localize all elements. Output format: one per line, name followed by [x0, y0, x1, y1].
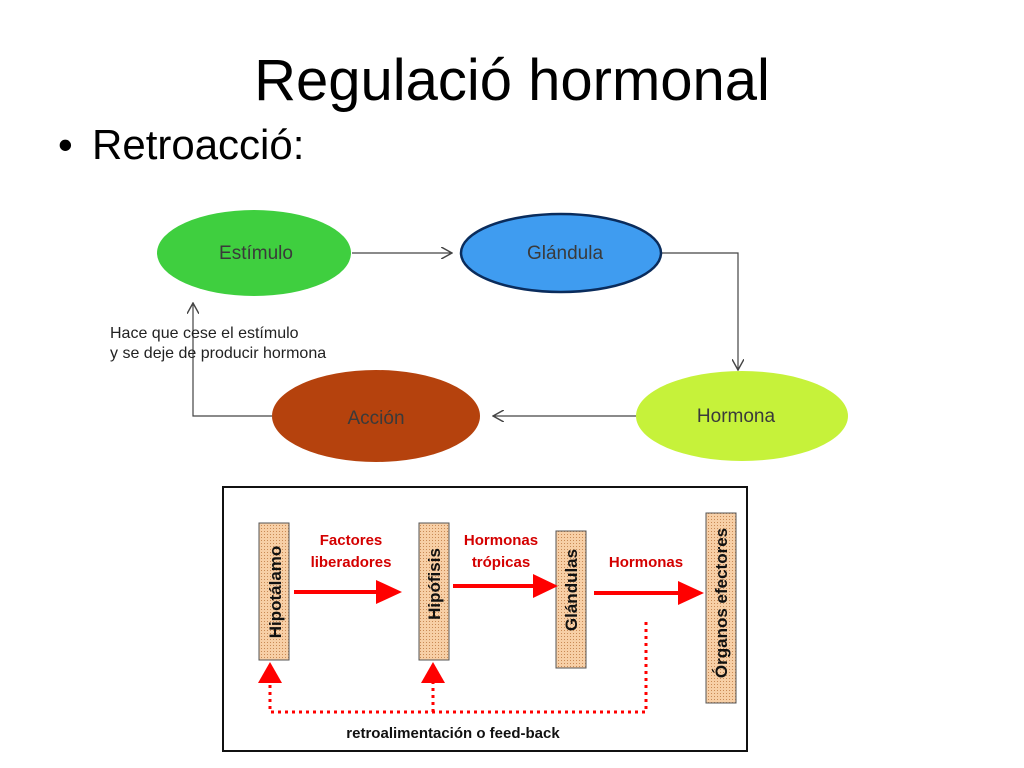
slide-title: Regulació hormonal [254, 48, 770, 113]
cycle-note-line-2: y se deje de producir hormona [110, 345, 326, 362]
arrow-action-to-stimulus [193, 303, 272, 417]
box-effectors [705, 512, 737, 704]
box-glands-label: Glándulas [562, 549, 581, 631]
feedback-label: retroalimentación o feed-back [346, 725, 560, 742]
node-hormone-label: Hormona [697, 406, 776, 427]
arrow-hypothalamus-to-pituitary [294, 580, 402, 604]
box-effectors-label: Órganos efectores [712, 528, 731, 678]
node-gland [459, 212, 663, 294]
label-releasing-2: liberadores [311, 554, 392, 571]
box-hypothalamus-label: Hipotálamo [266, 546, 285, 639]
bullet-text: Retroacció: [92, 121, 305, 168]
box-hypothalamus [258, 522, 290, 661]
label-releasing-1: Factores [320, 532, 383, 549]
node-stimulus [157, 210, 351, 296]
bullet-item: • Retroacció: [58, 121, 305, 168]
node-gland-label: Glándula [527, 243, 603, 264]
cycle-note-line-1: Hace que cese el estímulo [110, 325, 299, 342]
node-hormone [636, 371, 848, 461]
label-tropic-2: trópicas [472, 554, 530, 571]
box-pituitary [418, 522, 450, 661]
node-action-label: Acción [347, 408, 404, 429]
box-pituitary-label: Hipófisis [425, 548, 444, 620]
node-stimulus-label: Estímulo [219, 243, 293, 264]
arrow-gland-to-hormone [660, 252, 738, 370]
label-hormones: Hormonas [609, 554, 683, 571]
feedback-cycle: Estímulo Glándula Hormona Acción Hace qu… [110, 210, 848, 462]
hormonal-axis: Hipotálamo Hipófisis Glándulas Órganos e… [222, 486, 748, 752]
arrow-pituitary-to-glands [453, 574, 558, 598]
axis-frame [222, 486, 748, 752]
box-glands [555, 530, 587, 669]
bullet-marker: • [58, 121, 73, 168]
node-action [272, 370, 480, 462]
label-tropic-1: Hormonas [464, 532, 538, 549]
feedback-loop [258, 622, 648, 714]
arrow-glands-to-effectors [594, 581, 704, 605]
